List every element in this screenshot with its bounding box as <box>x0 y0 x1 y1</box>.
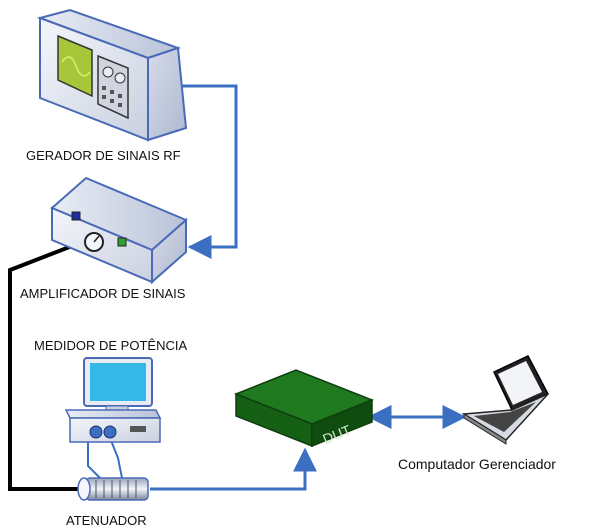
cable-power-meter-to-attenuator-2 <box>109 437 123 479</box>
laptop-front-edge <box>463 413 507 445</box>
signal-amplifier <box>50 176 188 285</box>
laptop-screen <box>498 361 542 405</box>
label-generator: GERADOR DE SINAIS RF <box>26 148 181 163</box>
amplifier-side-face <box>151 217 187 285</box>
power-meter <box>64 357 162 443</box>
generator-key <box>102 86 106 90</box>
meter-port-1 <box>89 425 103 439</box>
generator-side-face <box>147 46 188 142</box>
laptop-keyboard <box>474 402 536 432</box>
dut-box: DUT <box>233 369 375 448</box>
attenuator <box>77 477 149 501</box>
cable-generator-to-amplifier <box>180 84 238 259</box>
amplifier-dial-pointer <box>93 235 100 243</box>
attenuator-body <box>85 477 149 501</box>
cable-amplifier-to-attenuator <box>8 244 80 491</box>
generator-key <box>110 90 114 94</box>
generator-knob-1 <box>102 66 114 78</box>
generator-waveform-icon <box>61 56 91 77</box>
rf-signal-generator <box>36 8 188 142</box>
generator-key <box>118 103 122 107</box>
amplifier-blue-indicator <box>71 211 81 221</box>
label-amplifier: AMPLIFICADOR DE SINAIS <box>20 286 186 301</box>
generator-key <box>118 94 122 98</box>
label-attenuator: ATENUADOR <box>66 513 147 528</box>
meter-port-2 <box>103 425 117 439</box>
amplifier-green-indicator <box>117 237 127 247</box>
generator-key <box>110 99 114 103</box>
meter-display-slot <box>130 426 146 432</box>
management-computer <box>461 355 550 445</box>
cable-attenuator-to-dut <box>150 447 317 491</box>
attenuator-end-cap <box>77 477 91 501</box>
generator-key <box>102 95 106 99</box>
monitor-screen <box>90 363 146 401</box>
dut-side-face <box>311 398 373 448</box>
generator-knob-2 <box>114 72 126 84</box>
cable-power-meter-to-attenuator-1 <box>87 438 101 479</box>
meter-base-top <box>64 409 162 419</box>
label-power-meter: MEDIDOR DE POTÊNCIA <box>34 338 187 353</box>
label-computer: Computador Gerenciador <box>398 456 556 472</box>
generator-screen <box>57 34 93 98</box>
